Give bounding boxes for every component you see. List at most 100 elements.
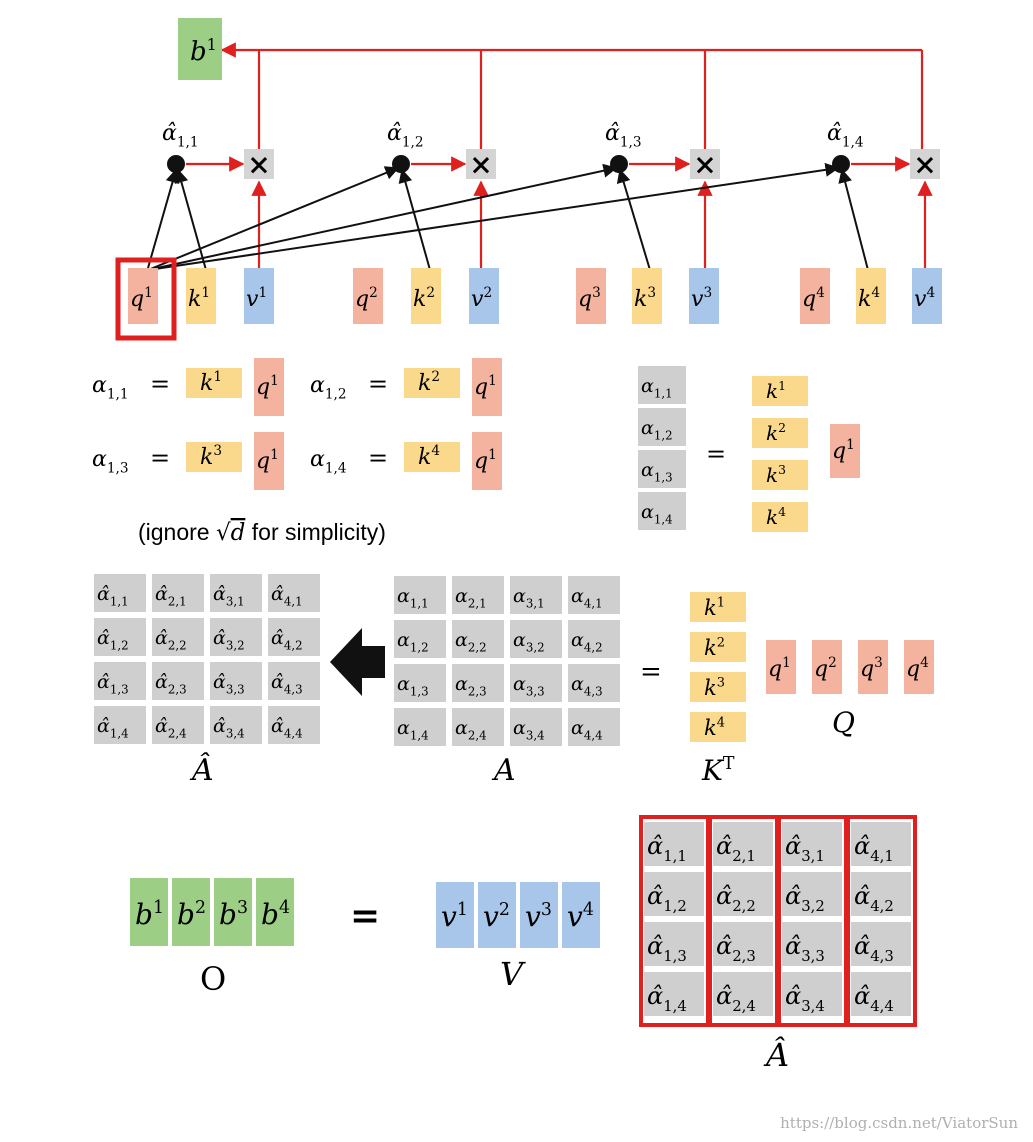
- q1-vector-label: q1: [832, 437, 855, 464]
- v1-label: v1: [246, 285, 267, 312]
- q3-label: q3: [578, 285, 601, 312]
- key-box: [186, 368, 242, 398]
- v2-label: v2: [471, 285, 492, 312]
- key-box: [404, 368, 460, 398]
- v4-label: v4: [914, 285, 935, 312]
- matrix-cell: [568, 708, 620, 746]
- b1-label: b1: [190, 35, 217, 67]
- equals-sign: =: [150, 370, 170, 398]
- key-label: k1: [200, 369, 222, 396]
- v-cell-label: v1: [441, 900, 468, 933]
- alpha-vector-label: α1,2: [641, 417, 673, 443]
- matrix-cell: [94, 574, 146, 612]
- alpha-node-4: α̂1,4×: [827, 121, 940, 268]
- b-output-cell: [256, 878, 294, 946]
- matrix-cell: [268, 662, 320, 700]
- matrix-cell: [210, 706, 262, 744]
- matrix-cell-label: α3,1: [513, 585, 545, 611]
- key-vector-label: k3: [766, 462, 786, 487]
- matrix-cell: [568, 620, 620, 658]
- query-box: [472, 432, 502, 490]
- a-hat-cell: [782, 822, 842, 866]
- b-output-label: b3: [219, 898, 248, 931]
- alpha-vector-cell: [638, 450, 686, 488]
- v-cell: [478, 882, 516, 948]
- a-hat-cell: [713, 872, 773, 916]
- softmax-arrow-icon: [330, 628, 385, 696]
- key-box: [186, 442, 242, 472]
- q-row-label: q3: [860, 655, 883, 682]
- matrix-cell: [94, 618, 146, 656]
- v-cell-label: v3: [525, 900, 552, 933]
- b-output-cell: [130, 878, 168, 946]
- a-hat-cell-label: α̂2,2: [716, 882, 756, 915]
- alpha-vector-cell: [638, 492, 686, 530]
- alpha-hat-label-2: α̂1,2: [387, 121, 424, 151]
- matrix-cell: [510, 576, 562, 614]
- query-label: q1: [474, 373, 497, 400]
- matrix-cell: [394, 708, 446, 746]
- a-hat-matrix-columns: α̂1,1α̂1,2α̂1,3α̂1,4α̂2,1α̂2,2α̂2,3α̂2,4…: [639, 815, 917, 1027]
- multiply-box: [910, 149, 940, 179]
- a-hat-cell: [851, 972, 911, 1016]
- matrix-cell-label: α4,4: [571, 717, 603, 743]
- k4-box: [856, 268, 886, 324]
- alpha-dot: [832, 155, 850, 173]
- matrix-cell: [152, 662, 204, 700]
- q1-box: [128, 268, 158, 324]
- multiply-box: [466, 149, 496, 179]
- alpha-node-1: α̂1,1×: [162, 121, 274, 268]
- matrix-cell: [394, 664, 446, 702]
- key-vector-cell: [752, 418, 808, 448]
- matrix-cell-label: α3,2: [513, 629, 545, 655]
- matrix-cell-label: α̂1,1: [97, 583, 129, 609]
- a-hat-cell-label: α̂1,2: [647, 882, 687, 915]
- key-vector-label: k2: [766, 420, 786, 445]
- equation-lhs: α1,3: [92, 447, 129, 477]
- matrix-cell: [210, 662, 262, 700]
- key-vector-label: k1: [766, 378, 786, 403]
- matrix-cell-label: α̂3,4: [213, 715, 245, 741]
- matrix-cell-label: α̂2,1: [155, 583, 187, 609]
- matrix-cell-label: α2,2: [455, 629, 487, 655]
- a-hat-cell-label: α̂2,1: [716, 832, 756, 865]
- a-hat-cell-label: α̂1,3: [647, 932, 687, 965]
- a-hat-cell: [713, 972, 773, 1016]
- alpha-hat-label-3: α̂1,3: [605, 121, 642, 151]
- multiply-box: [244, 149, 274, 179]
- matrix-cell: [452, 576, 504, 614]
- equals-sign: =: [368, 370, 388, 398]
- alpha-hat-label-1: α̂1,1: [162, 121, 199, 151]
- kt-cell-label: k1: [704, 596, 725, 620]
- v4-box: [912, 268, 942, 324]
- matrix-cell-label: α̂3,3: [213, 671, 245, 697]
- matrix-cell-label: α4,3: [571, 673, 603, 699]
- matrix-cell-label: α̂4,4: [271, 715, 303, 741]
- k3-label: k3: [634, 285, 656, 312]
- matrix-cell: [452, 708, 504, 746]
- a-hat-cell: [851, 922, 911, 966]
- kt-label: KT: [701, 754, 735, 787]
- a-hat-cell: [851, 872, 911, 916]
- a-hat-cell: [644, 922, 704, 966]
- kt-cell: [690, 592, 746, 622]
- multiply-box: [690, 149, 720, 179]
- matrix-cell: [510, 708, 562, 746]
- a-hat-cell-label: α̂3,3: [785, 932, 825, 965]
- b-output-cell: [172, 878, 210, 946]
- matrix-cell-label: α1,1: [397, 585, 429, 611]
- v-cell-label: v2: [483, 900, 510, 933]
- key-vector-cell: [752, 376, 808, 406]
- matrix-cell-label: α̂2,4: [155, 715, 187, 741]
- alpha-node-2: α̂1,2×: [387, 121, 496, 268]
- q3-box: [576, 268, 606, 324]
- a-hat-cell: [713, 822, 773, 866]
- equation-lhs: α1,4: [310, 447, 347, 477]
- matrix-cell: [452, 620, 504, 658]
- v-label: V: [500, 955, 526, 993]
